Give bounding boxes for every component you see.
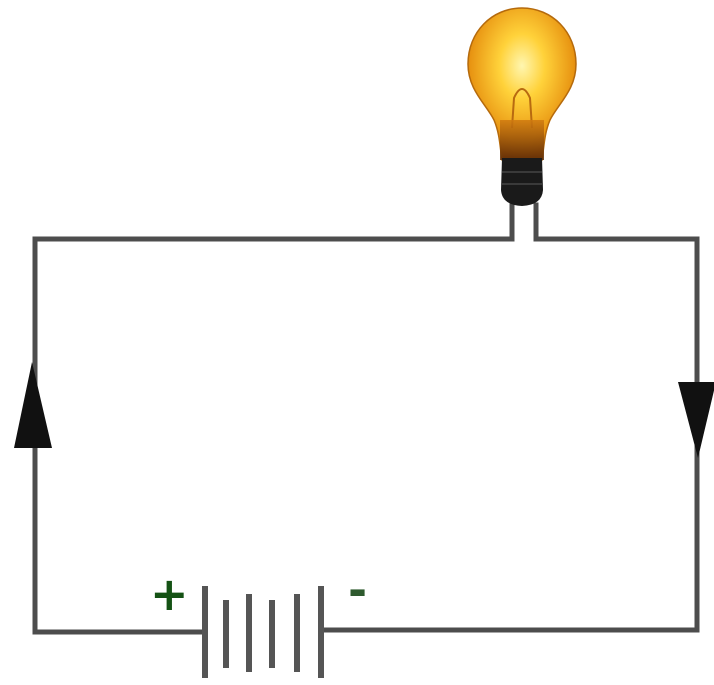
positive-terminal-label: + bbox=[150, 567, 189, 621]
battery bbox=[202, 586, 324, 678]
wire-top-left bbox=[32, 236, 515, 635]
bulb-filament bbox=[511, 88, 533, 129]
arrow-up-icon bbox=[14, 362, 52, 448]
negative-terminal-label: - bbox=[348, 563, 367, 617]
arrow-down-icon bbox=[678, 382, 714, 458]
bulb-leads bbox=[509, 202, 539, 242]
wire-top-right bbox=[322, 236, 700, 633]
bulb-base bbox=[501, 158, 543, 206]
bulb-neck bbox=[500, 120, 544, 160]
light-bulb-icon bbox=[467, 7, 577, 206]
